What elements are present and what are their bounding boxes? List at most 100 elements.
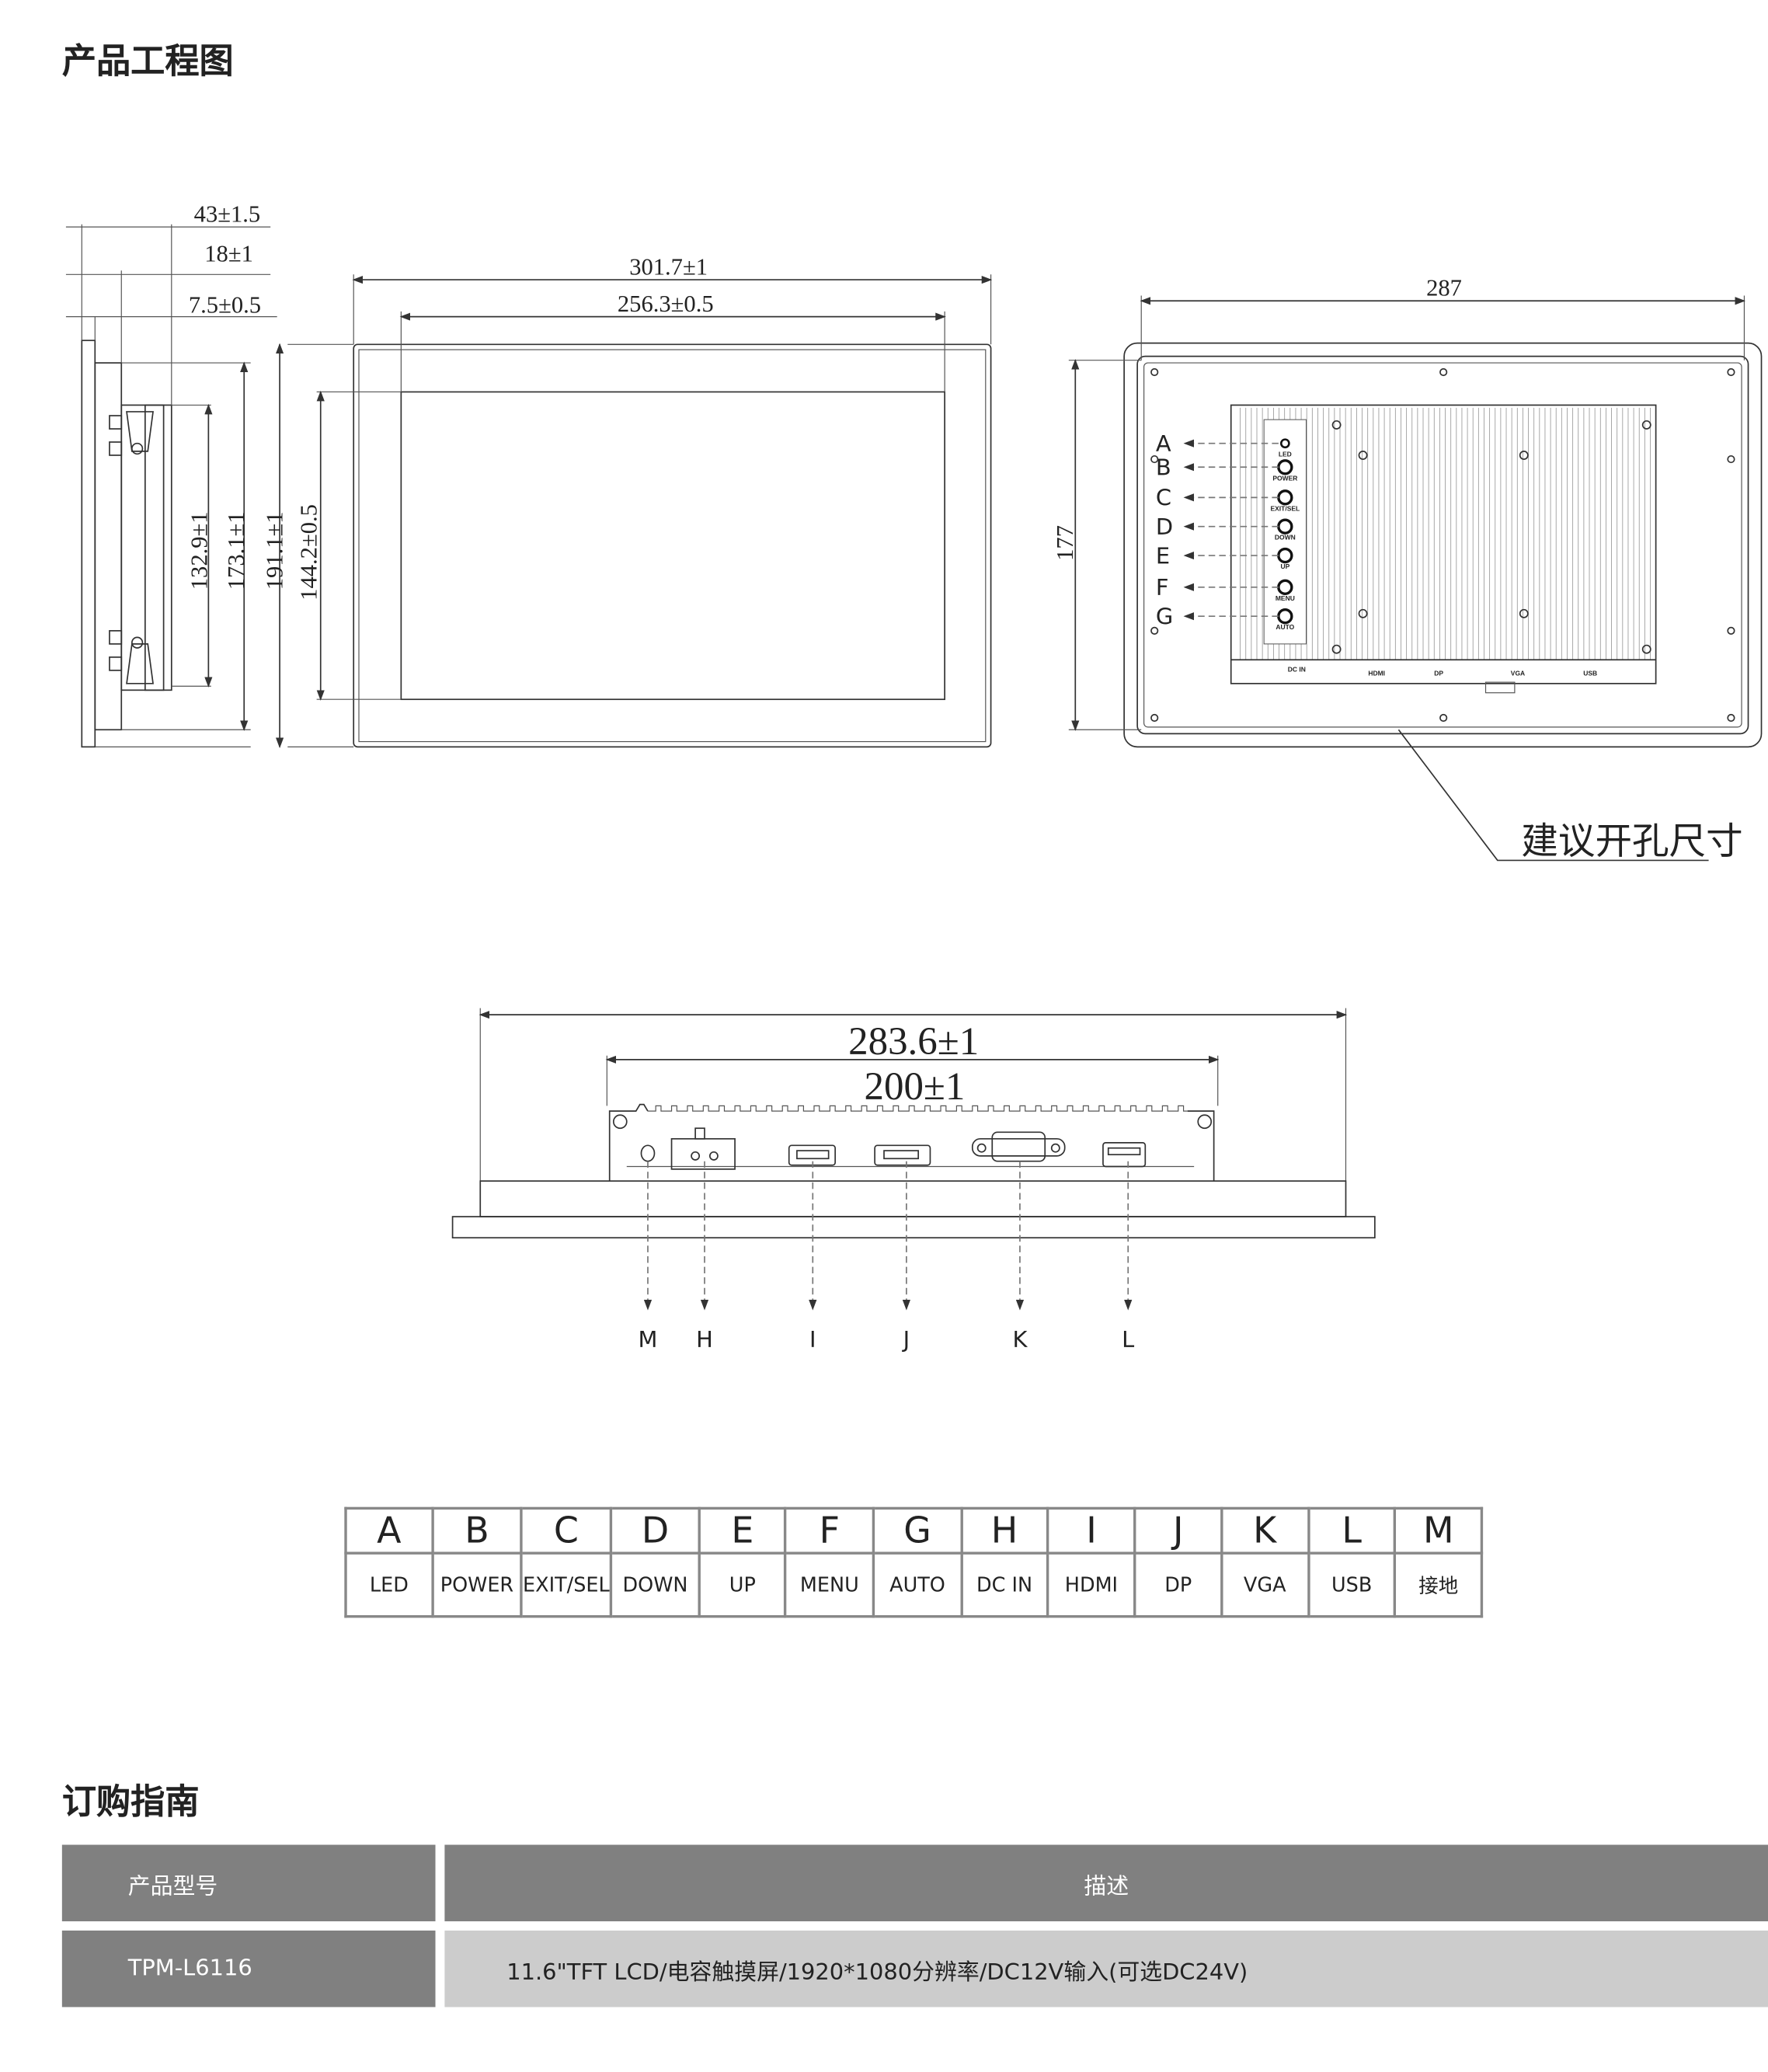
port-letter-F: F [784, 1506, 875, 1555]
mount-hole [1150, 454, 1159, 464]
callout-A: A [1156, 430, 1171, 457]
port-name-F: MENU [784, 1551, 875, 1618]
section-title-order: 订购指南 [61, 1782, 200, 1823]
callout-F: F [1156, 574, 1169, 601]
button-label: POWER [1272, 474, 1297, 482]
ground-terminal [640, 1144, 656, 1162]
port-letter-A: A [344, 1506, 434, 1555]
port-name-J: DP [1133, 1551, 1223, 1618]
dp-port [874, 1144, 931, 1166]
port-label-vga: VGA [1511, 670, 1525, 677]
callout-E: E [1156, 542, 1170, 569]
button-up [1277, 547, 1293, 564]
button-down [1277, 518, 1293, 535]
dim-bezel: 7.5±0.5 [189, 292, 261, 319]
order-row-description: 11.6"TFT LCD/电容触摸屏/1920*1080分辨率/DC12V输入(… [444, 1930, 1768, 2008]
button-exit-sel [1277, 489, 1293, 506]
dim-panel-height: 173.1±1 [223, 511, 249, 590]
heatsink-teeth [647, 1105, 1188, 1112]
mount-hole [1727, 454, 1735, 464]
port-name-L: USB [1307, 1551, 1397, 1618]
mount-hole [1439, 713, 1448, 723]
port-label-dcin: DC IN [1288, 666, 1306, 674]
callout-G: G [1156, 603, 1173, 629]
port-label-dp: DP [1434, 670, 1443, 677]
dim-front-width: 301.7±1 [629, 253, 708, 280]
usb-port [1102, 1142, 1147, 1168]
callout-B: B [1156, 454, 1171, 480]
dim-display-width: 256.3±0.5 [618, 291, 714, 317]
mount-hole [1150, 367, 1159, 377]
port-name-B: POWER [431, 1551, 523, 1618]
port-name-A: LED [344, 1551, 434, 1618]
front-view: 301.7±1 256.3±0.5 144.2±0.5 [287, 253, 993, 748]
mount-hole [1727, 713, 1735, 723]
dim-box-width: 200±1 [865, 1065, 966, 1109]
port-name-M: 接地 [1394, 1551, 1484, 1618]
port-name-C: EXIT/SEL [520, 1551, 613, 1618]
button-power [1277, 459, 1293, 475]
button-label: LED [1279, 451, 1292, 458]
engineering-drawing: 43±1.5 18±1 7.5±0.5 132.9±1 173.1±1 191.… [65, 200, 1763, 1353]
port-letter-D: D [609, 1506, 701, 1555]
port-name-K: VGA [1220, 1551, 1310, 1618]
dim-depth-box: 18±1 [204, 240, 253, 266]
button-led [1279, 438, 1290, 449]
callout-I: I [809, 1326, 816, 1353]
port-name-H: DC IN [959, 1551, 1049, 1618]
order-row-model: TPM-L6116 [61, 1930, 436, 2008]
callout-M: M [639, 1326, 658, 1353]
button-label: EXIT/SEL [1270, 504, 1300, 512]
button-label: UP [1280, 562, 1289, 570]
vga-port [971, 1137, 1066, 1157]
button-label: AUTO [1276, 623, 1294, 631]
mount-hole [1150, 626, 1159, 635]
port-letter-C: C [520, 1506, 613, 1555]
dim-overall-height: 191.1±1 [261, 511, 287, 590]
cutout-note: 建议开孔尺寸 [1521, 820, 1742, 863]
callout-J: J [902, 1326, 910, 1353]
mount-hole [1727, 626, 1735, 635]
order-header-description: 描述 [444, 1844, 1768, 1922]
callout-K: K [1012, 1326, 1028, 1353]
order-header-model: 产品型号 [61, 1844, 436, 1922]
port-name-G: AUTO [872, 1551, 963, 1618]
port-name-I: HDMI [1046, 1551, 1137, 1618]
dc-in-connector [670, 1137, 736, 1170]
button-label: MENU [1276, 594, 1295, 602]
port-label-hdmi: HDMI [1368, 670, 1385, 677]
mount-hole [1439, 367, 1448, 377]
dim-bottom-width: 283.6±1 [848, 1020, 979, 1064]
port-letter-J: J [1133, 1506, 1223, 1555]
port-name-D: DOWN [609, 1551, 701, 1618]
section-title-drawing: 产品工程图 [61, 42, 234, 82]
port-letter-B: B [431, 1506, 523, 1555]
port-letter-I: I [1046, 1506, 1137, 1555]
callout-C: C [1156, 485, 1171, 511]
dim-cutout-width: 287 [1426, 274, 1462, 301]
dim-display-height: 144.2±0.5 [296, 504, 322, 601]
callout-L: L [1122, 1326, 1134, 1353]
dim-depth-total: 43±1.5 [194, 200, 261, 227]
bottom-view: 283.6±1 200±1 M H I J K L [451, 1008, 1376, 1353]
port-letter-H: H [959, 1506, 1049, 1555]
port-label-usb: USB [1583, 670, 1597, 677]
mount-hole [1150, 713, 1159, 723]
port-letter-G: G [872, 1506, 963, 1555]
mount-hole [1727, 367, 1735, 377]
callout-D: D [1156, 514, 1173, 540]
dim-cutout-height: 177 [1052, 525, 1078, 561]
dim-box-height: 132.9±1 [186, 511, 213, 590]
port-name-E: UP [698, 1551, 787, 1618]
side-view: 43±1.5 18±1 7.5±0.5 132.9±1 173.1±1 191.… [65, 200, 287, 749]
port-letter-K: K [1220, 1506, 1310, 1555]
button-menu [1277, 579, 1293, 596]
callout-H: H [696, 1326, 713, 1353]
port-letter-M: M [1394, 1506, 1484, 1555]
port-letter-E: E [698, 1506, 787, 1555]
button-auto [1277, 608, 1293, 625]
button-label: DOWN [1275, 534, 1296, 542]
